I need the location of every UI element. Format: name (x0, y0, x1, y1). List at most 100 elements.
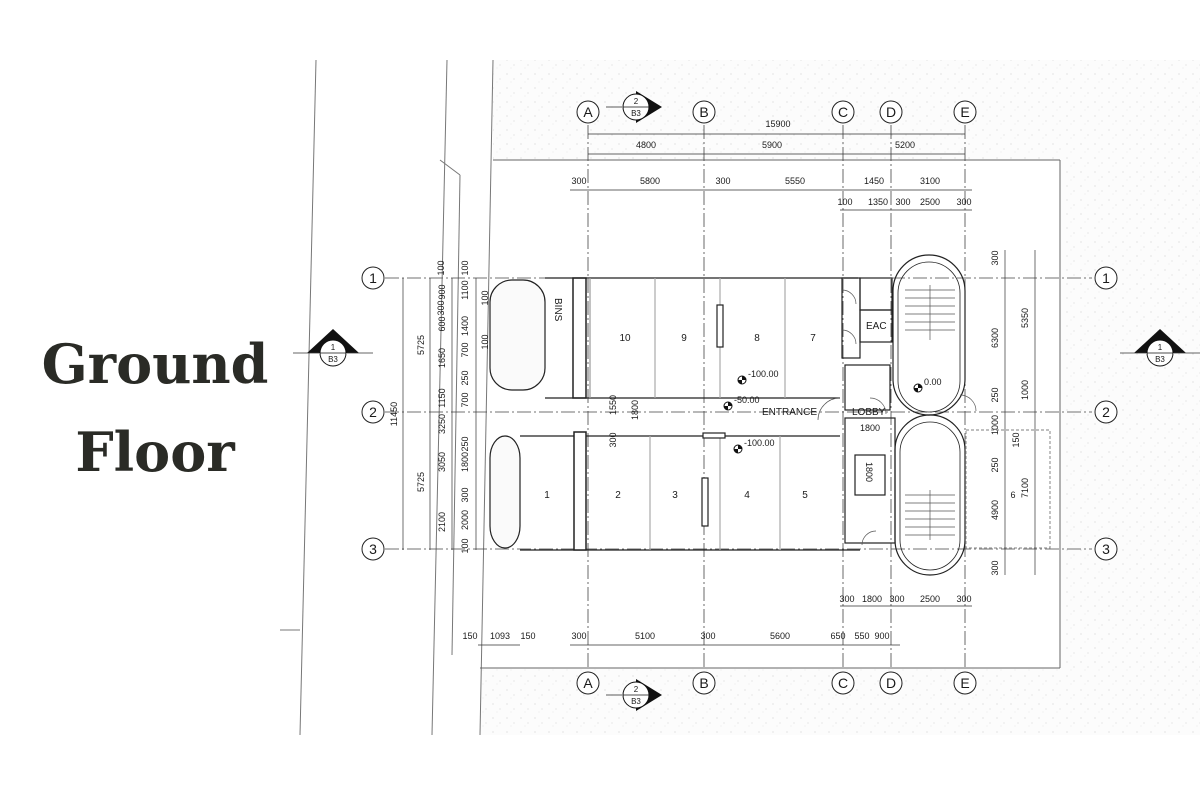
grid-bubble-d (879, 100, 903, 124)
dim-overall: 15900 (765, 119, 790, 129)
dim-left-4: 100 (436, 260, 446, 275)
dim-left-3: 100 (460, 260, 470, 275)
dim-left-1: 5725 (416, 472, 426, 492)
dim-right-3: 6 (1010, 490, 1015, 500)
dim-bottom-1: 1800 (862, 594, 882, 604)
grid-label-e: E (960, 104, 969, 120)
lobby-label: LOBBY (852, 407, 886, 418)
dim-top-3: 300 (956, 197, 971, 207)
dim-bottom-2: 300 (700, 631, 715, 641)
dim-top-2: 300 (715, 176, 730, 186)
dim-top-3: 2500 (920, 197, 940, 207)
dim-right-1: 6300 (990, 328, 1000, 348)
dim-bottom-1: 2500 (920, 594, 940, 604)
dim-bottom-2: 300 (571, 631, 586, 641)
grid-label-a: A (583, 104, 593, 120)
grid-bubble-3 (1094, 537, 1118, 561)
section-sheet: B3 (631, 697, 641, 706)
room-7: 7 (810, 333, 816, 344)
dim-right-1: 300 (990, 560, 1000, 575)
grid-bubble-c (831, 671, 855, 695)
stair-treads (905, 285, 955, 540)
dim-left-4: 300 (608, 432, 618, 447)
section-sheet: B3 (328, 355, 338, 364)
dim-bottom-2: 1093 (490, 631, 510, 641)
section-number: 2 (634, 685, 639, 694)
section-number: 1 (331, 343, 336, 352)
room-5: 5 (802, 490, 808, 501)
dim-bottom-2: 150 (520, 631, 535, 641)
dim-left-2: 600 (437, 316, 447, 331)
grid-label-3: 3 (369, 541, 377, 557)
building-walls (489, 254, 1051, 576)
eac-label: EAC (866, 321, 887, 332)
dim-right-1: 250 (990, 457, 1000, 472)
level-marker: -100.00 (733, 438, 775, 454)
section-number: 1 (1158, 343, 1163, 352)
dim-left-3: 1800 (460, 452, 470, 472)
grid-bubble-2 (361, 400, 385, 424)
dim-left-4: 100 (480, 290, 490, 305)
room-8: 8 (754, 333, 760, 344)
dim-left-2: 900 (437, 284, 447, 299)
dimension-lines (402, 133, 1036, 646)
grid-bubble-b (692, 100, 716, 124)
section-number: 2 (634, 97, 639, 106)
grid-bubble-e (953, 671, 977, 695)
dim-top-3: 100 (837, 197, 852, 207)
grid-bubble-3 (361, 537, 385, 561)
dim-bottom-1: 300 (839, 594, 854, 604)
dim-right-1: 4900 (990, 500, 1000, 520)
grid-label-b: B (699, 675, 708, 691)
room-3: 3 (672, 490, 678, 501)
dim-left-2: 2100 (437, 512, 447, 532)
level-value: 0.00 (924, 377, 942, 387)
grid-bubble-e (953, 100, 977, 124)
section-marker: 1B3 (293, 329, 373, 367)
dim-left-3: 100 (460, 538, 470, 553)
grid-label-c: C (838, 675, 848, 691)
dim-left-3: 700 (460, 342, 470, 357)
dim-bottom-2: 5600 (770, 631, 790, 641)
dim-bottom-2: 150 (462, 631, 477, 641)
dim-top-1: 4800 (636, 140, 656, 150)
grid-label-c: C (838, 104, 848, 120)
title-line-2: Floor (75, 420, 235, 484)
dim-left-2: 3050 (437, 452, 447, 472)
grid-label-3: 3 (1102, 541, 1110, 557)
room-1: 1 (544, 490, 550, 501)
level-value: -50.00 (734, 395, 760, 405)
dim-top-2: 1450 (864, 176, 884, 186)
dim-left-3: 250 (460, 370, 470, 385)
room-4: 4 (744, 490, 750, 501)
dim-top-2: 5550 (785, 176, 805, 186)
lift-dimension: 1800 (864, 462, 874, 482)
lobby-dimension: 1800 (860, 423, 880, 433)
level-value: -100.00 (748, 369, 779, 379)
grid-bubble-1 (361, 266, 385, 290)
entrance-label: ENTRANCE (762, 407, 817, 418)
grid-label-d: D (886, 675, 896, 691)
dim-top-2: 3100 (920, 176, 940, 186)
dim-top-3: 300 (895, 197, 910, 207)
grid-label-2: 2 (369, 404, 377, 420)
dim-left-3: 250 (460, 436, 470, 451)
dim-right-1: 150 (1011, 432, 1021, 447)
dim-left-2: 1150 (437, 388, 447, 407)
dim-left-4: 300 (436, 300, 446, 315)
room-9: 9 (681, 333, 687, 344)
dim-bottom-2: 550 (854, 631, 869, 641)
dim-bottom-2: 650 (830, 631, 845, 641)
level-marker: -100.00 (737, 369, 779, 385)
section-marker: 1B3 (1120, 329, 1200, 367)
grid-label-a: A (583, 675, 593, 691)
site-hatch-right (1060, 60, 1200, 735)
grid-bubble-a (576, 100, 600, 124)
room-10: 10 (619, 333, 631, 344)
dim-right-1: 1000 (990, 415, 1000, 435)
dim-bottom-1: 300 (956, 594, 971, 604)
dim-top-2: 5800 (640, 176, 660, 186)
dim-left-3: 700 (460, 392, 470, 407)
